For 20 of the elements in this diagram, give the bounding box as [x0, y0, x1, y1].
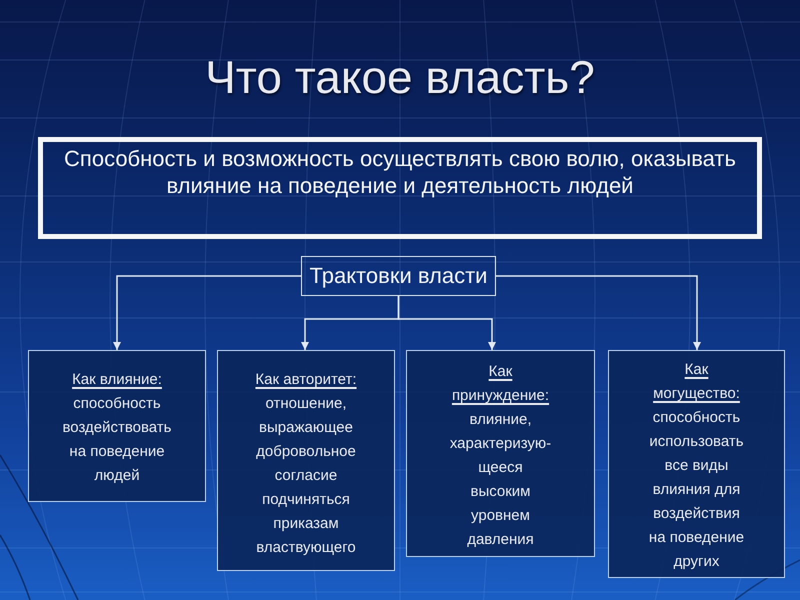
definition-text: Способность и возможность осуществлять свою волю, оказывать влияние на поведение и деятельность людей [63, 145, 737, 199]
category-description: влияние, характеризую- щееся высоким уровнем давления [450, 410, 552, 550]
connector-arrow [398, 296, 496, 350]
category-heading: Как принуждение: [452, 362, 550, 406]
category-heading: Как авторитет: [255, 370, 357, 390]
slide-title: Что такое власть? [204, 50, 596, 104]
category-description: способность использовать все виды влияния для воздействия на поведение других [648, 408, 746, 572]
category-heading: Как влияние: [72, 370, 162, 390]
category-heading: Как могущество: [653, 360, 740, 404]
category-description: способность воздействовать на поведение людей [61, 394, 172, 486]
category-description: отношение, выражающее добровольное согласие подчиняться приказам властвующего [256, 394, 356, 558]
connector-arrow [496, 275, 701, 350]
connector-arrow [113, 275, 301, 350]
interpretations-box [301, 256, 496, 296]
definition-box [38, 137, 762, 239]
category-box [28, 350, 206, 502]
category-box [406, 350, 595, 557]
category-box [217, 350, 395, 571]
category-box [608, 350, 785, 578]
box-title: Трактовки власти [310, 263, 488, 289]
